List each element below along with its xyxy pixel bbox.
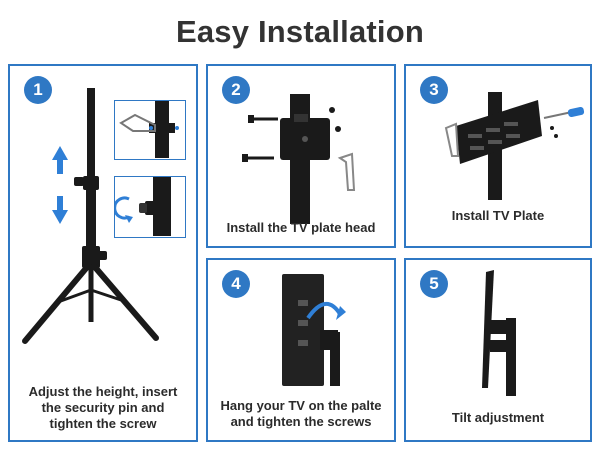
down-arrow-icon (52, 196, 68, 224)
screw-knob-detail (113, 177, 171, 236)
step-1-panel: 1 (8, 64, 198, 442)
security-pin-detail (119, 101, 179, 158)
step-3-caption: Install TV Plate (451, 208, 545, 223)
step-5-panel: 5 Tilt adjustment (404, 258, 592, 442)
step-5-caption: Tilt adjustment (451, 410, 545, 425)
step-2-panel: 2 Install the TV plate head (206, 64, 396, 248)
tripod-stand-illustration (22, 88, 159, 344)
step-2-badge: 2 (222, 76, 250, 104)
step-5-badge: 5 (420, 270, 448, 298)
step-3-badge: 3 (420, 76, 448, 104)
step-2-caption: Install the TV plate head (226, 220, 376, 235)
step-4-caption-text: Hang your TV on the palte and tighten th… (220, 398, 382, 429)
step-4-badge: 4 (222, 270, 250, 298)
screw-knob-inset (113, 176, 186, 238)
step-1-caption-text: Adjust the height, insert the security p… (28, 384, 178, 431)
tv-plate-head-illustration (242, 94, 356, 224)
tv-plate-illustration (444, 92, 585, 200)
step-1-caption: Adjust the height, insert the security p… (10, 384, 196, 432)
page-title: Easy Installation (175, 14, 425, 49)
up-arrow-icon (52, 146, 68, 174)
step-1-badge: 1 (24, 76, 52, 104)
step-3-panel: 3 Install TV Plate (404, 64, 592, 248)
security-pin-inset (114, 100, 186, 160)
tilt-adjustment-illustration (482, 270, 516, 396)
hang-tv-illustration (282, 274, 346, 386)
step-4-panel: 4 Hang your TV on the palte and tighten … (206, 258, 396, 442)
step-4-caption: Hang your TV on the palte and tighten th… (208, 398, 394, 430)
